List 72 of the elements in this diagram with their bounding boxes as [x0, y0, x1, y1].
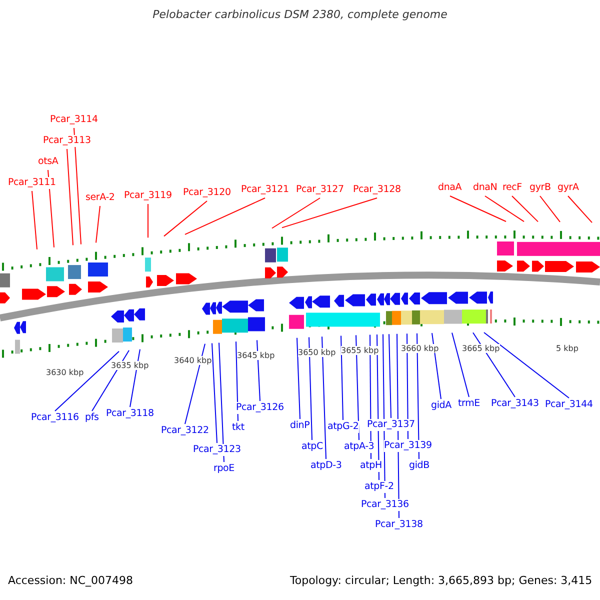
gene-label: Pcar_3121	[241, 184, 289, 196]
gene-label: gidA	[431, 400, 452, 412]
gene-label: gyrB	[530, 182, 551, 194]
gene-label: atpG-2	[328, 421, 359, 433]
leader-line	[432, 332, 442, 400]
leader-line	[450, 196, 506, 222]
gene-label: gyrA	[558, 182, 579, 194]
leader-line	[452, 332, 470, 398]
leader-line	[388, 334, 392, 418]
scale-label: 3655 kbp	[341, 346, 379, 356]
gene-label: pfs	[85, 412, 99, 424]
scale-label: 3640 kbp	[174, 356, 212, 365]
scale-label: 5 kbp	[556, 344, 578, 354]
leader-line	[32, 190, 38, 250]
gene-label: Pcar_3127	[296, 184, 344, 196]
gene-label: Pcar_3122	[161, 425, 209, 437]
gene-label: Pcar_3143	[491, 398, 539, 410]
leader-line	[96, 206, 100, 244]
gene-label: Pcar_3123	[193, 444, 241, 456]
leader-line	[256, 340, 260, 402]
footer-text: Accession: NC_007498	[8, 574, 134, 587]
leader-line	[540, 196, 560, 222]
leader-line	[340, 335, 344, 420]
footer-text: Topology: circular; Length: 3,665,893 bp; Genes: 3,415	[290, 574, 592, 587]
leader-line	[54, 350, 120, 412]
gene-label: atpD-3	[310, 460, 342, 472]
scale-label: 3630 kbp	[46, 368, 84, 378]
gene-label: gidB	[409, 460, 430, 472]
gene-label: atpF-2	[364, 481, 394, 493]
leader-line	[282, 198, 378, 228]
leader-line	[484, 196, 524, 222]
leader-line	[130, 348, 140, 408]
gene-label: atpA-3	[344, 441, 374, 453]
scale-label: 3645 kbp	[237, 351, 275, 360]
leader-line	[568, 196, 592, 224]
gene-label: Pcar_3111	[8, 177, 56, 189]
leader-line	[66, 148, 74, 246]
leader-line	[484, 332, 570, 398]
gene-label: Pcar_3118	[106, 408, 154, 420]
gene-label: Pcar_3120	[183, 187, 231, 199]
leader-line	[184, 343, 206, 424]
leader-line	[218, 342, 224, 462]
gene-label: Pcar_3114	[50, 114, 98, 126]
gene-label: Pcar_3126	[236, 402, 284, 414]
leader-line	[296, 337, 300, 420]
scale-label: 3635 kbp	[111, 361, 149, 370]
leader-line	[164, 200, 208, 237]
leader-line	[212, 342, 218, 444]
leader-line	[308, 336, 312, 440]
scale-label: 3665 kbp	[462, 344, 500, 353]
gene-label: Pcar_3138	[375, 519, 423, 531]
gene-label: Pcar_3136	[361, 499, 409, 511]
leader-line	[512, 196, 538, 222]
gene-label: Pcar_3128	[353, 184, 401, 196]
gene-label: atpH	[360, 460, 382, 472]
leader-line	[92, 350, 130, 412]
scale-label: 3660 kbp	[401, 344, 439, 354]
gene-label: Pcar_3113	[43, 135, 91, 147]
leader-line	[184, 198, 266, 235]
gene-label: Pcar_3119	[124, 190, 172, 202]
gene-label: Pcar_3144	[545, 399, 593, 411]
scale-label: 3650 kbp	[298, 348, 336, 357]
gene-label: Pcar_3116	[31, 412, 79, 424]
leader-line	[472, 332, 516, 398]
leader-line	[322, 336, 326, 460]
leader-line	[272, 198, 320, 229]
leader-line	[74, 128, 82, 245]
title: Pelobacter carbinolicus DSM 2380, complete genome	[152, 8, 448, 21]
gene-label: rpoE	[214, 463, 234, 475]
gene-label: Pcar_3137	[367, 419, 415, 431]
gene-label: atpC	[302, 441, 323, 453]
gene-label: Pcar_3139	[384, 440, 432, 452]
